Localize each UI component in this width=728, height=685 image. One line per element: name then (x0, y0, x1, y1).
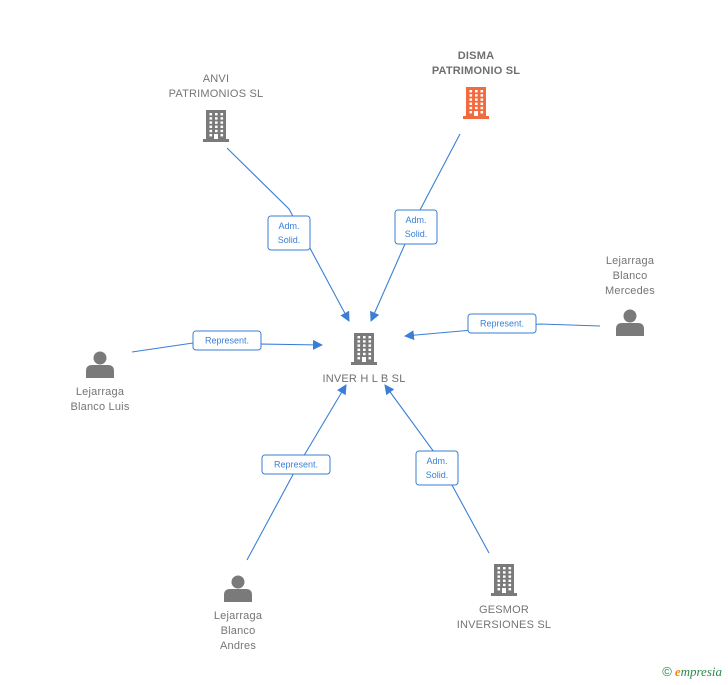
node-label: Andres (220, 640, 256, 652)
edge-label-text: Adm. (405, 215, 426, 225)
edge-label-text: Solid. (426, 470, 449, 480)
node-label: Blanco (613, 270, 648, 282)
node-label: INVER H L B SL (322, 373, 405, 385)
copyright-icon: © (662, 664, 672, 679)
building-icon (463, 87, 489, 119)
node-disma[interactable]: DISMA PATRIMONIO SL (432, 50, 520, 119)
empresia-logo-initial: e (674, 664, 681, 679)
person-icon (616, 309, 644, 336)
edge-arrow (226, 147, 350, 322)
node-label: PATRIMONIOS SL (169, 88, 264, 100)
node-label: Blanco Luis (70, 401, 129, 413)
edge-label-text: Adm. (426, 456, 447, 466)
edge-label-box (267, 215, 311, 251)
person-icon (224, 575, 252, 602)
edge-label-box (192, 330, 262, 351)
edge-disma-to-inver: Adm. Solid. (370, 133, 461, 322)
node-label: Lejarraga (76, 386, 125, 398)
edge-luis-to-inver: Represent. (131, 330, 323, 353)
edge-label-box (415, 450, 459, 486)
nodes-layer: INVER H L B SL DISMA PATRIMONIO SL ANVI PATR… (70, 50, 655, 652)
empresia-logo-text: mpresia (680, 664, 722, 679)
edges-layer: Adm. Solid. Adm. Solid. Represent. Represent.… (131, 133, 601, 561)
edge-label-box (394, 209, 438, 245)
building-icon (491, 564, 517, 596)
person-icon (86, 351, 114, 378)
node-label: DISMA (458, 50, 494, 62)
edge-andres-to-inver: Represent. (246, 384, 347, 561)
edge-label-box (467, 313, 537, 334)
node-label: ANVI (203, 73, 229, 85)
node-label: Blanco (221, 625, 256, 637)
edge-label-text: Represent. (274, 460, 318, 470)
building-icon (351, 333, 377, 365)
node-label: PATRIMONIO SL (432, 65, 520, 77)
node-label: Lejarraga (214, 610, 263, 622)
empresia-watermark: ©empresia (662, 664, 722, 680)
edge-label-text: Represent. (205, 336, 249, 346)
node-label: INVERSIONES SL (457, 619, 552, 631)
edge-mercedes-to-inver: Represent. (404, 313, 601, 341)
edge-label-text: Adm. (278, 221, 299, 231)
node-label: Lejarraga (606, 255, 655, 267)
edge-gesmor-to-inver: Adm. Solid. (384, 384, 490, 554)
node-label: GESMOR (479, 604, 529, 616)
node-label: Mercedes (605, 285, 655, 297)
edge-arrow (404, 323, 601, 341)
building-icon (203, 110, 229, 142)
node-inver[interactable]: INVER H L B SL (322, 333, 405, 385)
node-gesmor[interactable]: GESMOR INVERSIONES SL (457, 564, 552, 631)
node-anvi[interactable]: ANVI PATRIMONIOS SL (169, 73, 264, 142)
edge-anvi-to-inver: Adm. Solid. (226, 147, 350, 322)
edge-label-text: Solid. (278, 235, 301, 245)
edge-label-text: Represent. (480, 319, 524, 329)
edge-label-text: Solid. (405, 229, 428, 239)
edge-label-box (261, 454, 331, 475)
